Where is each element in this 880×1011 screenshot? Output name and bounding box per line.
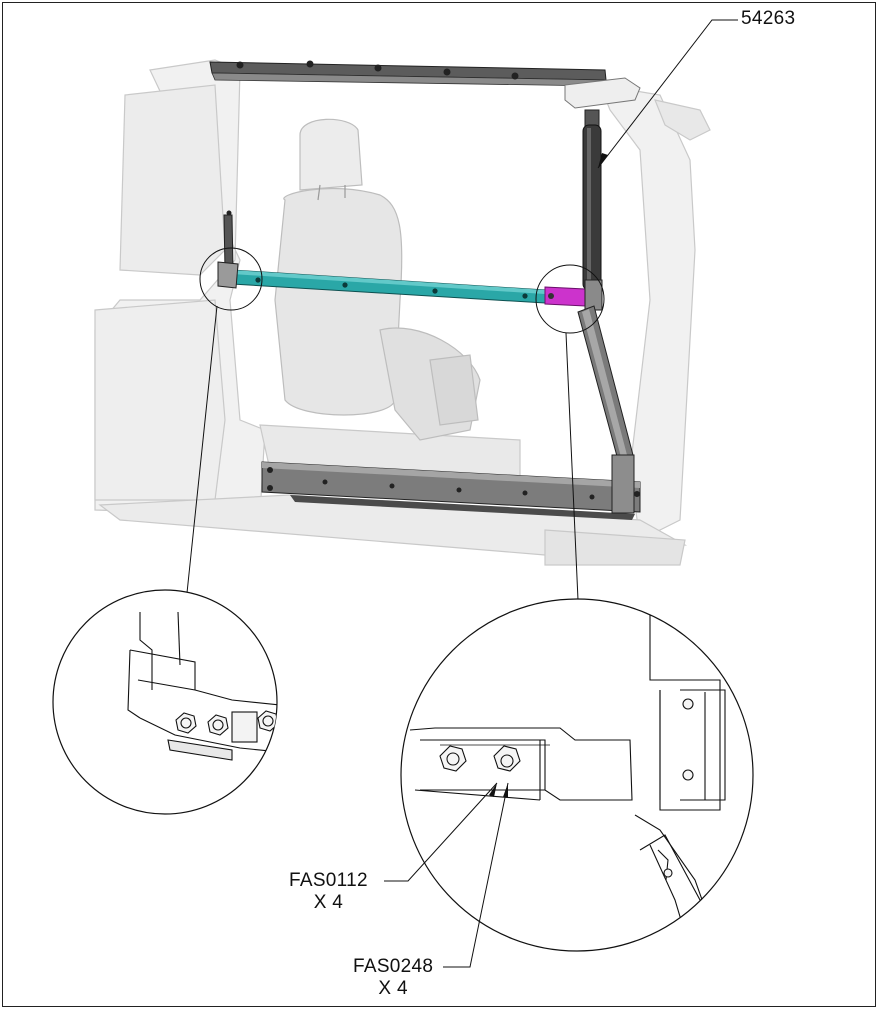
fastener-part-number: FAS0112 xyxy=(289,870,368,891)
detail-marker-right xyxy=(535,264,605,334)
detail-view-left xyxy=(52,589,278,815)
fastener-part-number: FAS0248 xyxy=(353,956,434,977)
fastener-quantity: X 4 xyxy=(313,892,344,913)
detail-marker-left xyxy=(199,247,263,311)
fastener-callout-2: FAS0248 X 4 xyxy=(353,956,433,1000)
seat xyxy=(274,118,481,441)
left-bracket xyxy=(217,210,239,289)
callout-leader-54263 xyxy=(597,19,738,169)
detail-view-right xyxy=(400,598,754,952)
fastener-leader-fas0112 xyxy=(384,782,498,882)
fastener-leader-fas0248 xyxy=(443,782,509,968)
fastener-callout-1: FAS0112 X 4 xyxy=(289,870,368,914)
part-number-callout: 54263 xyxy=(741,8,796,29)
detail-leader-left xyxy=(184,305,218,613)
top-frame xyxy=(209,60,641,109)
van-body-outline xyxy=(94,59,711,566)
cross-bar xyxy=(231,269,603,311)
fastener-quantity: X 4 xyxy=(378,978,408,999)
floor-rail xyxy=(261,454,641,520)
gas-strut-54263 xyxy=(582,109,602,291)
detail-leader-right xyxy=(565,332,579,601)
